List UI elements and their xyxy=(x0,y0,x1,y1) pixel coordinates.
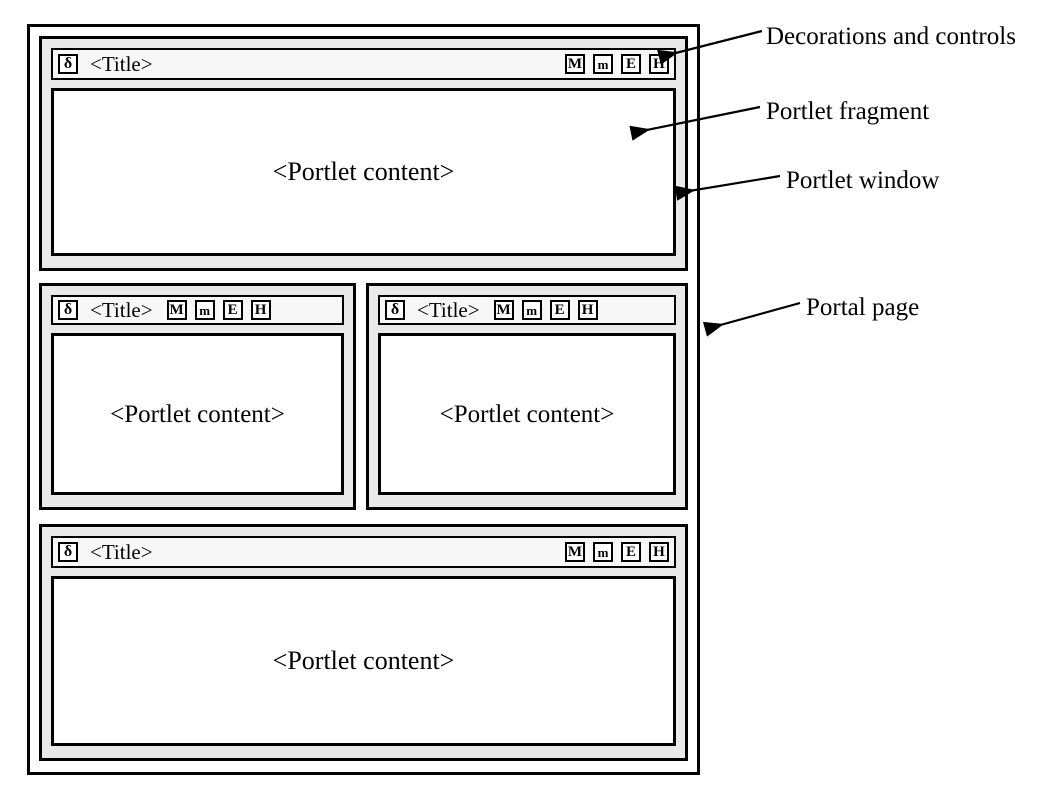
maximize-control[interactable]: M xyxy=(166,300,187,320)
portlet-title-middle-right: <Title> xyxy=(417,297,480,322)
help-control[interactable]: H xyxy=(250,300,271,320)
portlet-titlebar-top[interactable]: δ <Title> M m E H xyxy=(51,48,676,80)
portlet-fragment-middle-left: <Portlet content> xyxy=(51,333,344,495)
edit-control[interactable]: E xyxy=(621,542,641,562)
decoration-delta-icon[interactable]: δ xyxy=(58,542,78,562)
maximize-control[interactable]: M xyxy=(565,542,585,562)
minimize-control[interactable]: m xyxy=(593,54,613,74)
decoration-delta-icon[interactable]: δ xyxy=(385,300,405,320)
minimize-control[interactable]: m xyxy=(593,542,613,562)
edit-control[interactable]: E xyxy=(621,54,641,74)
portlet-fragment-bottom: <Portlet content> xyxy=(51,576,676,746)
portlet-controls-middle-left: M m E H xyxy=(166,300,271,320)
portlet-controls-top: M m E H xyxy=(565,54,669,74)
portlet-window-middle-left[interactable]: δ <Title> M m E H <Portlet content> xyxy=(39,283,356,510)
portal-page: δ <Title> M m E H <Portlet content> δ <T… xyxy=(27,24,700,775)
portlet-title-middle-left: <Title> xyxy=(90,297,153,322)
portlet-titlebar-middle-left[interactable]: δ <Title> M m E H xyxy=(51,295,344,325)
annotation-label-portlet-fragment: Portlet fragment xyxy=(766,98,930,125)
portlet-content-middle-right: <Portlet content> xyxy=(439,400,615,428)
portlet-fragment-top: <Portlet content> xyxy=(51,88,676,256)
annotation-label-decorations: Decorations and controls xyxy=(766,23,1016,50)
minimize-control[interactable]: m xyxy=(521,300,542,320)
edit-control[interactable]: E xyxy=(222,300,243,320)
portlet-controls-middle-right: M m E H xyxy=(493,300,598,320)
portlet-controls-bottom: M m E H xyxy=(565,542,669,562)
portlet-window-top[interactable]: δ <Title> M m E H <Portlet content> xyxy=(39,36,688,271)
portlet-titlebar-bottom[interactable]: δ <Title> M m E H xyxy=(51,536,676,568)
leader-line-portal-page xyxy=(702,301,801,337)
portlet-content-bottom: <Portlet content> xyxy=(272,646,455,675)
minimize-control[interactable]: m xyxy=(194,300,215,320)
portlet-window-bottom[interactable]: δ <Title> M m E H <Portlet content> xyxy=(39,524,688,761)
portlet-title-bottom: <Title> xyxy=(90,539,153,564)
decoration-delta-icon[interactable]: δ xyxy=(58,54,78,74)
maximize-control[interactable]: M xyxy=(493,300,514,320)
annotation-label-portlet-window: Portlet window xyxy=(786,167,940,194)
portlet-titlebar-middle-right[interactable]: δ <Title> M m E H xyxy=(378,295,676,325)
portlet-content-middle-left: <Portlet content> xyxy=(110,400,285,428)
decoration-delta-icon[interactable]: δ xyxy=(58,300,78,320)
portlet-fragment-middle-right: <Portlet content> xyxy=(378,333,676,495)
help-control[interactable]: H xyxy=(649,542,669,562)
edit-control[interactable]: E xyxy=(549,300,570,320)
help-control[interactable]: H xyxy=(649,54,669,74)
portlet-window-middle-right[interactable]: δ <Title> M m E H <Portlet content> xyxy=(366,283,688,510)
annotation-label-portal-page: Portal page xyxy=(806,294,920,321)
portlet-title-top: <Title> xyxy=(90,51,153,76)
help-control[interactable]: H xyxy=(577,300,598,320)
portlet-content-top: <Portlet content> xyxy=(272,157,455,186)
maximize-control[interactable]: M xyxy=(565,54,585,74)
